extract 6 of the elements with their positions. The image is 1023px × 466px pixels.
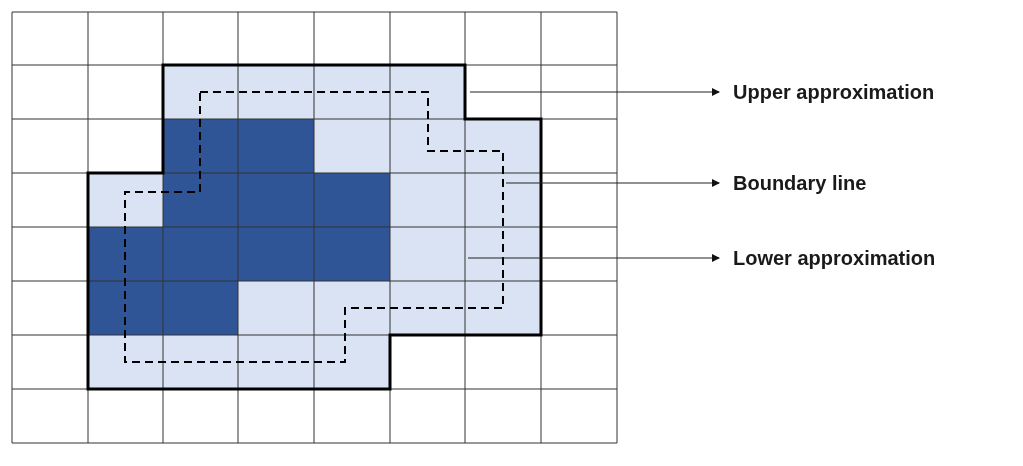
annotation-label: Lower approximation — [719, 246, 936, 270]
leader-line — [505, 179, 720, 187]
annotation-label: Boundary line — [719, 171, 867, 195]
leader-line — [467, 254, 720, 262]
leader-line — [469, 88, 720, 96]
annotation-label: Upper approximation — [719, 80, 935, 104]
